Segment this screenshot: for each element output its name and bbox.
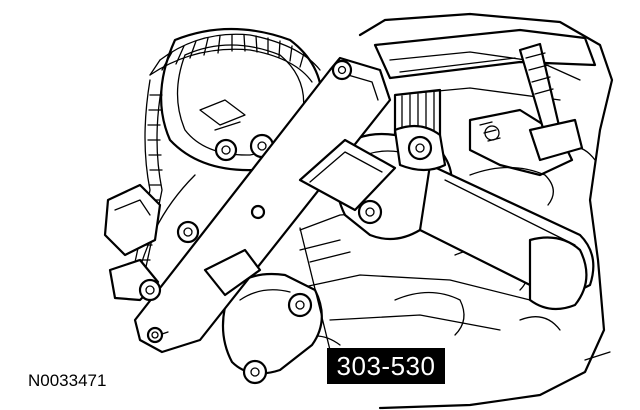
tool-callout-label: 303-530 (327, 348, 445, 384)
timing-tool-plate (133, 56, 397, 354)
pointer-rod (518, 42, 584, 162)
figure-id-text: N0033471 (28, 371, 107, 390)
valve-cover-rail (373, 28, 597, 80)
lower-cam-journal (221, 272, 323, 385)
camshaft (334, 124, 595, 311)
detail-marks (299, 121, 611, 361)
